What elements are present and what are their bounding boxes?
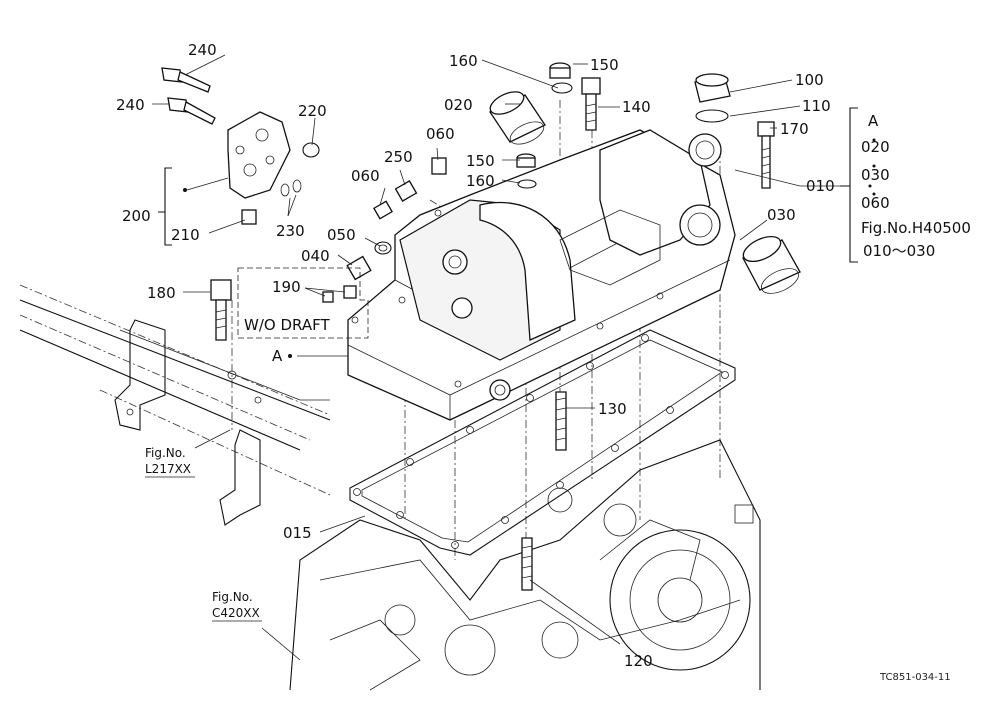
drawing-code: TC851-034-11	[879, 672, 951, 683]
callout-150-mid: 150	[466, 152, 495, 170]
callout-labels: 240 240 220 200 210 230 250 060 060 050 …	[116, 41, 835, 670]
wo-draft-note: W/O DRAFT	[244, 316, 330, 334]
callout-150-top: 150	[590, 56, 619, 74]
callout-160-top: 160	[449, 52, 478, 70]
callout-210: 210	[171, 226, 200, 244]
callout-170: 170	[780, 120, 809, 138]
callout-130: 130	[598, 400, 627, 418]
kit-list-item-030: 030	[861, 166, 890, 184]
kit-list-item-060: 060	[861, 194, 890, 212]
callout-230: 230	[276, 222, 305, 240]
wo-draft-box	[237, 267, 369, 339]
fig-ref-frame-label: Fig.No.	[145, 446, 186, 460]
cylinder-case	[347, 129, 736, 421]
callout-050: 050	[327, 226, 356, 244]
kit-list-fig-ref: Fig.No.H40500	[861, 219, 971, 237]
o-ring-110	[695, 109, 729, 123]
group-dot-200	[183, 188, 187, 192]
figure-ref-case: Fig.No. C420XX	[212, 590, 262, 622]
bolt-170	[757, 121, 775, 189]
bolts-240	[161, 67, 216, 125]
callout-160-mid: 160	[466, 172, 495, 190]
callout-010: 010	[806, 177, 835, 195]
kit-list: A 020 030 060 Fig.No.H40500 010～030	[861, 112, 971, 260]
stud-130	[555, 391, 567, 451]
stud-120	[521, 537, 533, 591]
kit-list-header: A	[868, 112, 879, 130]
fig-ref-case-code: C420XX	[212, 606, 260, 620]
callout-015: 015	[283, 524, 312, 542]
callout-190: 190	[272, 278, 301, 296]
bush-030	[742, 235, 801, 294]
nut-150-mid	[516, 153, 536, 168]
callout-060-upper: 060	[426, 125, 455, 143]
nut-150-top	[549, 62, 571, 79]
callout-220: 220	[298, 102, 327, 120]
callout-200: 200	[122, 207, 151, 225]
kit-list-fig-range: 010～030	[863, 242, 935, 260]
washer-160-top	[551, 82, 573, 94]
figure-ref-frame: Fig.No. L217XX	[145, 446, 195, 478]
plug-060-left	[373, 200, 393, 220]
plug-250	[394, 180, 418, 202]
marker-dot-a	[288, 354, 292, 358]
gasket-015	[349, 329, 736, 556]
plug-190	[322, 285, 357, 303]
group-bracket-010	[840, 107, 858, 263]
callout-040: 040	[301, 247, 330, 265]
kit-list-item-020: 020	[861, 138, 890, 156]
kit-sep-dot	[868, 184, 872, 188]
plug-100	[694, 73, 731, 103]
callout-110: 110	[802, 97, 831, 115]
plug-060-upper	[431, 157, 447, 175]
bracket-assembly-200	[227, 111, 320, 225]
washer-160-mid	[517, 179, 537, 189]
washer-050	[374, 241, 392, 255]
bolt-180	[210, 279, 232, 341]
callout-240-bottom: 240	[116, 96, 145, 114]
group-bracket-200	[158, 167, 172, 246]
callout-030: 030	[767, 206, 796, 224]
frame-bracket	[19, 299, 331, 526]
callout-180: 180	[147, 284, 176, 302]
callout-240-top: 240	[188, 41, 217, 59]
callout-140: 140	[622, 98, 651, 116]
callout-120: 120	[624, 652, 653, 670]
callout-060-left: 060	[351, 167, 380, 185]
fig-ref-frame-code: L217XX	[145, 462, 191, 476]
callout-250: 250	[384, 148, 413, 166]
leader-lines	[152, 54, 801, 661]
fig-ref-case-label: Fig.No.	[212, 590, 253, 604]
callout-a: A	[272, 347, 283, 365]
callout-100: 100	[795, 71, 824, 89]
bush-020	[489, 91, 546, 145]
bolt-140	[581, 77, 601, 131]
callout-020: 020	[444, 96, 473, 114]
